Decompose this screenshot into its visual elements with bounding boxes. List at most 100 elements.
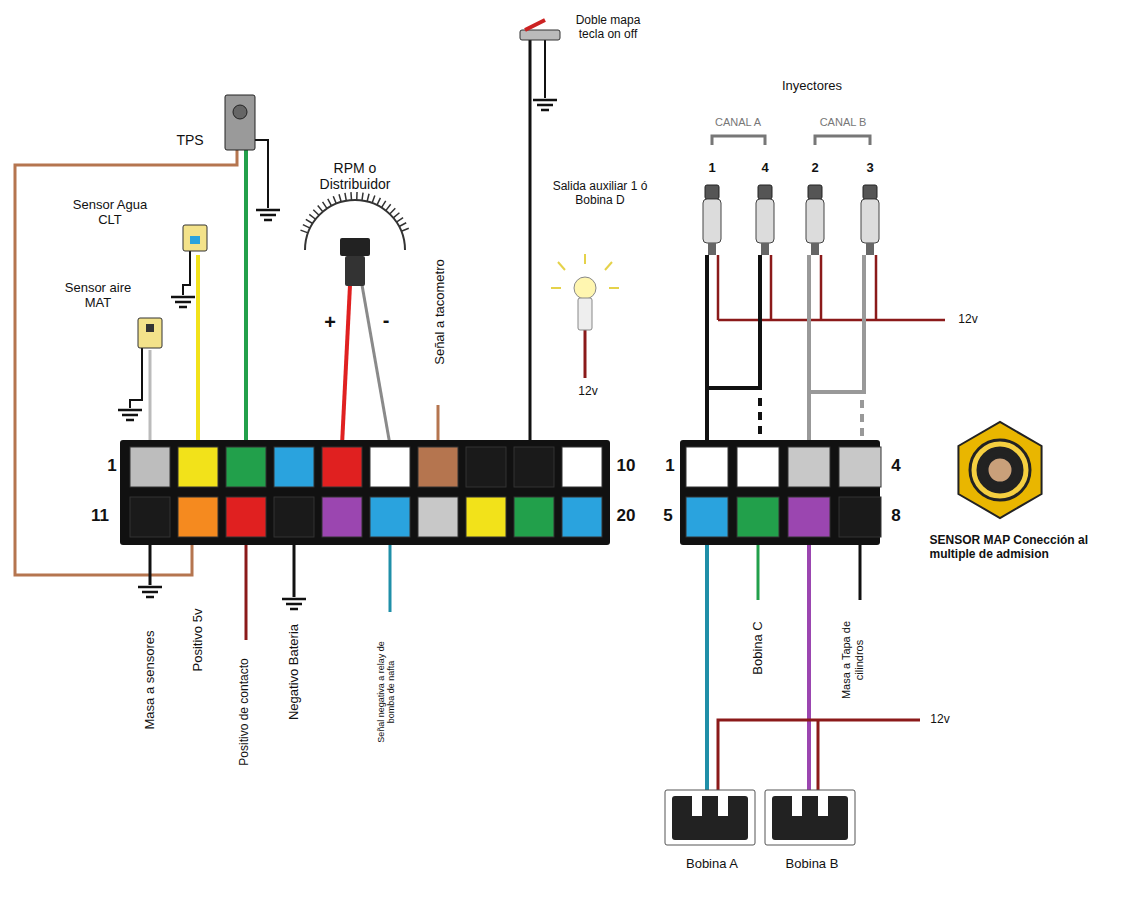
injector-2-wire bbox=[807, 255, 811, 440]
connector-pin bbox=[839, 497, 881, 537]
connector-pin bbox=[514, 497, 554, 537]
map-switch-lever bbox=[525, 20, 545, 30]
injector-nozzle bbox=[708, 243, 716, 255]
clt-sensor bbox=[183, 225, 207, 251]
injector-3-wire bbox=[809, 255, 864, 392]
polarity-mark: - bbox=[383, 309, 390, 332]
ground-symbol bbox=[533, 100, 557, 110]
connector-pin bbox=[418, 497, 458, 537]
connector-20-pin bbox=[120, 440, 610, 545]
connector-pin bbox=[178, 497, 218, 537]
connector-pin bbox=[322, 447, 362, 487]
injector-1-wire bbox=[705, 255, 709, 440]
part-name: SENSOR MAP Conección al multiple de admi… bbox=[930, 534, 1115, 562]
sensor-ground-wire bbox=[149, 545, 152, 585]
signal-name: Señal a tacometro bbox=[433, 259, 448, 365]
ground-symbol bbox=[282, 599, 306, 609]
connector-pin bbox=[686, 497, 728, 537]
coil-terminal bbox=[818, 796, 828, 816]
connector-pin bbox=[178, 447, 218, 487]
pin-number: 1 bbox=[107, 456, 116, 476]
mat-ground-wire bbox=[130, 345, 142, 408]
signal-name: Positivo 5v bbox=[191, 609, 206, 672]
connector-pin bbox=[737, 447, 779, 487]
coil-terminal bbox=[718, 796, 728, 816]
pin-number: 8 bbox=[891, 506, 900, 526]
connector-pin bbox=[839, 447, 881, 487]
ignition-coil-frame bbox=[765, 790, 855, 845]
coil-12v-wire bbox=[718, 720, 920, 790]
rpm-sensor-head bbox=[340, 238, 370, 256]
ignition-coil bbox=[772, 796, 848, 840]
ignition-positive-wire bbox=[245, 545, 248, 640]
aux-lamp bbox=[574, 277, 596, 299]
part-name: Bobina A bbox=[686, 857, 738, 872]
connector-pin bbox=[226, 497, 266, 537]
map-sensor-hex bbox=[958, 422, 1041, 518]
polarity-mark: + bbox=[324, 311, 336, 334]
rpm-negative-wire bbox=[362, 285, 390, 445]
channel-b-bracket bbox=[815, 136, 870, 145]
injector-body bbox=[703, 199, 721, 243]
connector-pin bbox=[130, 497, 170, 537]
connector-pin bbox=[466, 447, 506, 487]
channel-label: CANAL A bbox=[715, 116, 761, 129]
connector-pin bbox=[226, 447, 266, 487]
channel-a-bracket bbox=[712, 136, 765, 145]
injector-4-wire bbox=[707, 255, 760, 388]
signal-name: Positivo de contacto bbox=[238, 658, 252, 765]
channel-label: CANAL B bbox=[820, 116, 867, 129]
voltage-label: 12v bbox=[930, 713, 949, 727]
mat-sensor bbox=[138, 318, 162, 348]
mat-wire bbox=[149, 350, 152, 445]
connector-pin bbox=[466, 497, 506, 537]
injector-top bbox=[863, 185, 877, 199]
connector-pin bbox=[737, 497, 779, 537]
coil-terminal bbox=[792, 796, 802, 816]
signal-name: Masa a Tapa de cilindros bbox=[840, 620, 865, 700]
ground-symbol bbox=[118, 410, 142, 420]
connector-pin bbox=[562, 447, 602, 487]
ignition-coil bbox=[672, 796, 748, 840]
connector-pin bbox=[788, 447, 830, 487]
part-name: Sensor Agua CLT bbox=[65, 198, 155, 228]
clt-wire bbox=[196, 255, 200, 445]
mat-sensor-tip bbox=[146, 324, 154, 332]
injector-4-dashed-wire bbox=[758, 398, 762, 440]
ground-symbol bbox=[138, 587, 162, 597]
connector-pin bbox=[562, 497, 602, 537]
injector-body bbox=[806, 199, 824, 243]
injector-nozzle bbox=[761, 243, 769, 255]
ground-symbol bbox=[256, 210, 280, 220]
voltage-label: 12v bbox=[958, 313, 977, 327]
pin-number: 11 bbox=[91, 506, 109, 526]
switch-label: Doble mapa tecla on off bbox=[563, 14, 653, 42]
signal-name: Negativo Bateria bbox=[287, 624, 302, 720]
pin-number: 10 bbox=[617, 456, 636, 476]
injector-nozzle bbox=[811, 243, 819, 255]
part-name: Bobina B bbox=[786, 857, 839, 872]
injector-number: 2 bbox=[811, 161, 818, 176]
tps-shaft bbox=[233, 105, 247, 119]
coil-terminal bbox=[692, 796, 702, 816]
injector-top bbox=[758, 185, 772, 199]
output-label: Salida auxiliar 1 ó Bobina D bbox=[545, 180, 655, 208]
pin-number: 1 bbox=[665, 456, 674, 476]
part-name: Sensor aire MAT bbox=[58, 281, 138, 311]
injector-top bbox=[705, 185, 719, 199]
connector-pin bbox=[686, 447, 728, 487]
part-name: TPS bbox=[176, 132, 203, 148]
aux-lamp-base bbox=[578, 298, 592, 330]
connector-pin bbox=[370, 447, 410, 487]
voltage-label: 12v bbox=[578, 385, 597, 399]
signal-name: Masa a sensores bbox=[143, 631, 158, 730]
pin-number: 5 bbox=[663, 506, 672, 526]
injector-body bbox=[756, 199, 774, 243]
injector-nozzle bbox=[866, 243, 874, 255]
tps-sensor bbox=[225, 95, 255, 150]
pin-number: 20 bbox=[617, 506, 636, 526]
part-name: RPM o Distribuidor bbox=[305, 160, 405, 192]
map-sensor-port bbox=[987, 457, 1013, 483]
